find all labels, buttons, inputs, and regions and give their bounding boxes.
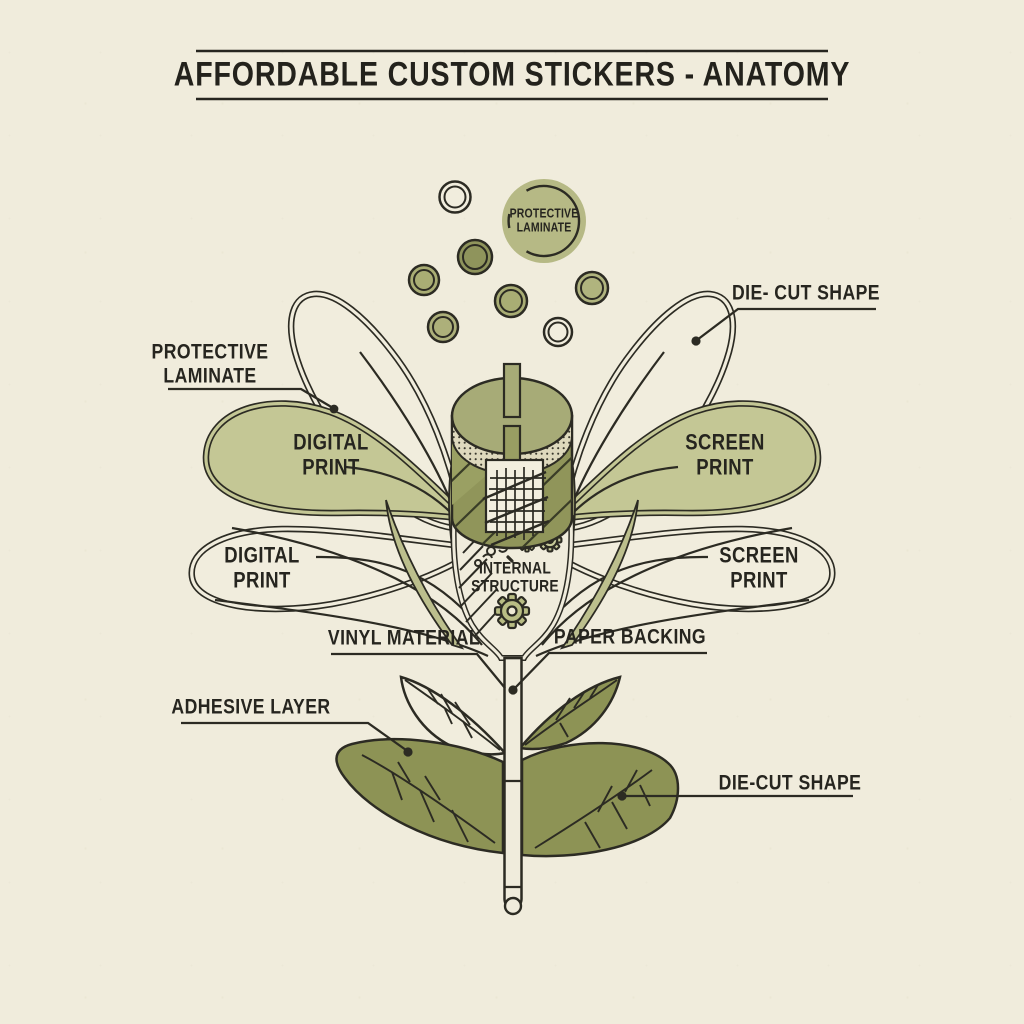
paper-leaf-olive <box>517 675 622 751</box>
screen-print-upper-line1: SCREEN <box>685 429 765 455</box>
petals <box>188 290 836 613</box>
title-rules <box>196 49 828 101</box>
protective-laminate-circle-label: PROTECTIVE LAMINATE <box>510 207 579 236</box>
screen-print-upper-line2: PRINT <box>696 454 754 479</box>
die-cut-shape-bottom-label: DIE-CUT SHAPE <box>718 771 862 795</box>
protective-laminate-circle-line1: PROTECTIVE <box>509 206 579 221</box>
digital-print-upper-label: DIGITAL PRINT <box>293 430 368 479</box>
internal-structure-line2: STRUCTURE <box>471 578 559 596</box>
dot-circle-olive-5 <box>574 270 610 306</box>
leader-paper-backing <box>508 651 707 695</box>
protective-laminate-circle <box>502 179 586 263</box>
internal-structure-label: INTERNAL STRUCTURE <box>471 560 559 597</box>
gear-icon-large <box>493 592 531 630</box>
vinyl-material-label: VINYL MATERIAL <box>327 626 481 650</box>
dot-circle-olive-3 <box>493 283 529 319</box>
screen-print-lower-line2: PRINT <box>730 567 788 592</box>
digital-print-lower-line2: PRINT <box>233 567 291 592</box>
adhesive-layer-label: ADHESIVE LAYER <box>171 695 331 719</box>
dot-circle-olive-1 <box>456 238 494 276</box>
leader-protective-laminate <box>168 387 339 414</box>
dot-circle-cream-2 <box>542 316 574 348</box>
petals-right <box>535 290 836 613</box>
screen-mesh-card <box>482 458 550 547</box>
leader-die-cut-bottom <box>617 791 853 801</box>
sticker-dot-circles <box>407 179 610 348</box>
dot-circle-olive-4 <box>426 310 460 344</box>
stem-tip-circle <box>503 896 523 916</box>
slot-upper <box>502 362 522 419</box>
stem <box>503 656 523 916</box>
screen-print-upper-label: SCREEN PRINT <box>685 430 765 479</box>
protective-laminate-left-label: PROTECTIVE LAMINATE <box>152 340 269 387</box>
screen-print-lower-line1: SCREEN <box>719 542 799 568</box>
die-cut-shape-top-label: DIE- CUT SHAPE <box>732 281 880 305</box>
adhesive-leaf-left <box>335 738 505 855</box>
screen-print-lower-label: SCREEN PRINT <box>719 543 799 592</box>
protective-laminate-left-line1: PROTECTIVE <box>151 340 269 364</box>
digital-print-lower-line1: DIGITAL <box>224 542 300 568</box>
die-cut-leaf-right <box>520 741 680 858</box>
bottom-leaves <box>335 675 680 858</box>
leader-adhesive-layer <box>181 721 413 757</box>
sticker-bud-cylinder <box>450 362 574 550</box>
digital-print-upper-line1: DIGITAL <box>293 429 369 455</box>
page-title: AFFORDABLE CUSTOM STICKERS - ANATOMY <box>173 55 851 94</box>
protective-laminate-circle-line2: LAMINATE <box>516 221 572 235</box>
digital-print-lower-label: DIGITAL PRINT <box>224 543 299 592</box>
leader-lines <box>168 307 876 801</box>
slot-lower <box>502 424 522 466</box>
vinyl-leaf-white <box>399 675 508 756</box>
leader-vinyl-material <box>331 652 506 689</box>
leader-die-cut-top <box>691 307 876 346</box>
internal-structure-line1: INTERNAL <box>478 559 552 578</box>
dot-circle-cream-1 <box>438 180 472 214</box>
dot-circle-olive-2 <box>407 263 441 297</box>
paper-backing-label: PAPER BACKING <box>553 625 707 649</box>
digital-print-upper-line2: PRINT <box>302 454 360 479</box>
protective-laminate-left-line2: LAMINATE <box>163 364 257 387</box>
petals-left <box>188 290 489 613</box>
